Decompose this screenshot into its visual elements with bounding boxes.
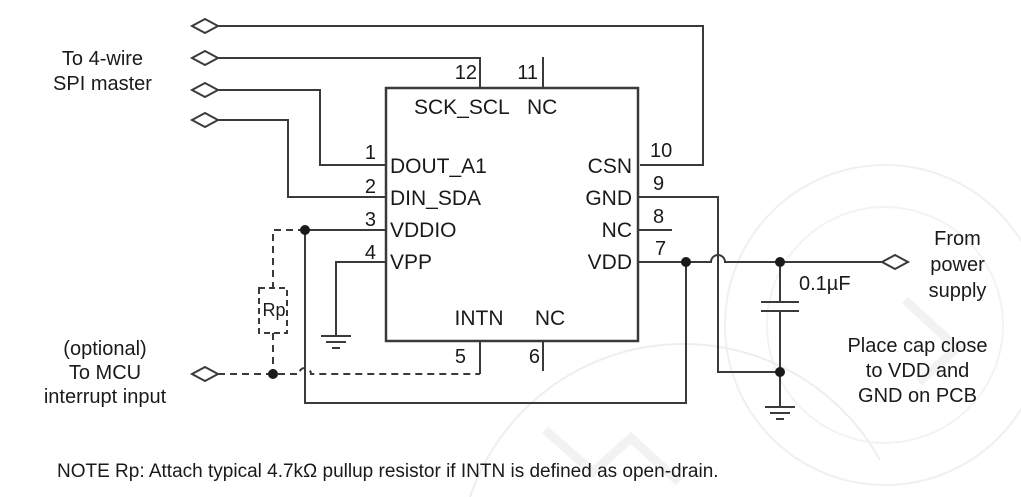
- wire-dout-a1: [218, 89, 386, 166]
- capacitor-value-label: 0.1µF: [799, 273, 851, 295]
- pullup-resistor-label: Rp: [262, 300, 286, 320]
- watermark-chevrons: [542, 296, 964, 486]
- pin-num-1: 1: [364, 142, 376, 164]
- dashed-wire-intn: [218, 367, 480, 375]
- wire-gnd: [638, 196, 780, 373]
- watermark-arc: [469, 343, 881, 497]
- pin-label-sck-scl: SCK_SCL: [414, 96, 510, 119]
- pin-num-10: 10: [650, 140, 673, 162]
- pin-label-vddio: VDDIO: [390, 219, 457, 242]
- pin-label-din-sda: DIN_SDA: [390, 187, 482, 210]
- pin-label-nc6: NC: [534, 307, 566, 330]
- ground-symbol-vpp: [321, 335, 351, 349]
- pin-num-9: 9: [653, 173, 665, 195]
- spi-connector-1: [189, 17, 221, 35]
- spi-connector-3: [189, 81, 221, 99]
- pin-num-8: 8: [653, 206, 665, 228]
- capacitor: [761, 262, 799, 407]
- pin-label-gnd: GND: [585, 187, 632, 210]
- junction-cap-top: [775, 257, 785, 267]
- wire-csn: [218, 25, 704, 166]
- pin-label-nc11: NC: [527, 96, 558, 119]
- junction-cap-bottom: [775, 367, 785, 377]
- mcu-interrupt-label: (optional) To MCU interrupt input: [43, 338, 167, 408]
- pin-num-5: 5: [454, 346, 466, 368]
- resistor-rp-box: [258, 287, 288, 334]
- spi-master-label: To 4-wire SPI master: [53, 48, 152, 95]
- pin-num-6: 6: [528, 346, 540, 368]
- pin-label-nc8: NC: [601, 219, 632, 242]
- pin-label-vdd: VDD: [587, 251, 632, 274]
- dashed-wires: [218, 229, 480, 375]
- wire-vdd: [638, 254, 882, 263]
- junction-dots: [268, 225, 785, 379]
- wires: [218, 25, 882, 420]
- note-text: NOTE Rp: Attach typical 4.7kΩ pullup res…: [57, 461, 719, 482]
- wire-vddio-to-vdd-rail: [304, 230, 687, 404]
- pin-num-7: 7: [655, 238, 667, 260]
- pin-num-3: 3: [364, 209, 376, 231]
- wire-sck-scl: [218, 57, 481, 89]
- pin-label-csn: CSN: [587, 155, 632, 178]
- pin-num-12: 12: [454, 62, 477, 84]
- watermark: [469, 164, 1021, 497]
- watermark-arc: [724, 164, 1021, 486]
- pin-num-4: 4: [364, 242, 376, 264]
- connector-diamonds: [189, 17, 911, 383]
- pin-label-dout-a1: DOUT_A1: [390, 155, 487, 178]
- pin-label-vpp: VPP: [390, 251, 433, 274]
- watermark-arc: [766, 206, 1004, 444]
- power-supply-connector: [879, 253, 911, 271]
- spi-connector-2: [189, 49, 221, 67]
- mcu-interrupt-connector: [189, 365, 221, 383]
- ground-symbol-cap: [765, 406, 795, 420]
- dashed-wire-rp-top: [272, 229, 305, 288]
- pin-label-intn: INTN: [454, 307, 504, 330]
- power-supply-label: From power supply: [928, 228, 987, 302]
- cap-placement-label: Place cap close to VDD and GND on PCB: [847, 335, 988, 407]
- pin-num-11: 11: [517, 62, 538, 84]
- pin-num-2: 2: [364, 176, 376, 198]
- wire-vpp: [335, 261, 386, 336]
- ic-body: [384, 86, 640, 343]
- spi-connector-4: [189, 111, 221, 129]
- junction-vddio: [300, 225, 310, 235]
- junction-vdd: [681, 257, 691, 267]
- junction-intn: [268, 369, 278, 379]
- wire-din-sda: [218, 119, 386, 198]
